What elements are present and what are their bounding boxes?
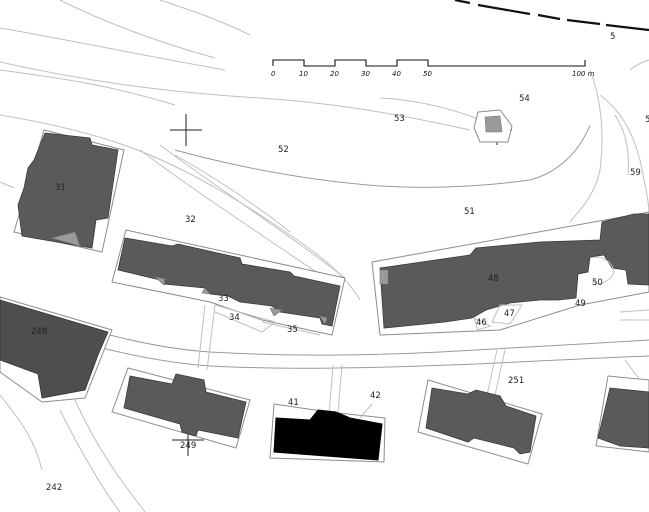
label-46: 46 (476, 318, 487, 328)
label-edge-5a: 5 (610, 32, 615, 42)
parcel-251 (417, 379, 543, 465)
label-34: 34 (229, 313, 240, 323)
scale-bar: 0 10 20 30 40 50 100 m (271, 59, 595, 78)
parcel-33-row (111, 229, 346, 336)
scale-tick-100: 100 m (572, 70, 595, 78)
label-59: 59 (630, 168, 641, 178)
label-53: 53 (394, 114, 405, 124)
parcel-248 (0, 296, 113, 403)
scale-tick-0: 0 (271, 70, 276, 78)
label-54: 54 (519, 94, 530, 104)
label-50: 50 (592, 278, 603, 288)
label-51: 51 (464, 207, 475, 217)
scale-tick-10: 10 (299, 70, 308, 78)
label-249: 249 (180, 441, 196, 451)
boundary-line (454, 0, 649, 32)
label-49: 49 (575, 299, 586, 309)
parcel-41 (269, 403, 386, 463)
label-47: 47 (504, 309, 515, 319)
label-41: 41 (288, 398, 299, 408)
label-248: 248 (31, 327, 47, 337)
label-32: 32 (185, 215, 196, 225)
label-35: 35 (287, 325, 298, 335)
label-52: 52 (278, 145, 289, 155)
label-31: 31 (55, 183, 66, 193)
label-48: 48 (488, 274, 499, 284)
label-242: 242 (46, 483, 62, 493)
scale-tick-20: 20 (330, 70, 339, 78)
label-33: 33 (218, 294, 229, 304)
parcel-31 (0, 129, 125, 253)
parcel-48 (371, 211, 649, 336)
parcel-54 (473, 109, 513, 143)
parcel-labels: 31 32 33 34 35 41 42 46 47 48 49 50 51 5… (31, 32, 649, 493)
label-251: 251 (508, 376, 524, 386)
scale-tick-50: 50 (423, 70, 432, 78)
scale-tick-40: 40 (392, 70, 401, 78)
parcel-249 (111, 367, 251, 449)
label-edge-5b: 5 (645, 115, 649, 125)
label-42: 42 (370, 391, 381, 401)
scale-tick-30: 30 (361, 70, 370, 78)
parcel-east-edge (595, 375, 649, 453)
